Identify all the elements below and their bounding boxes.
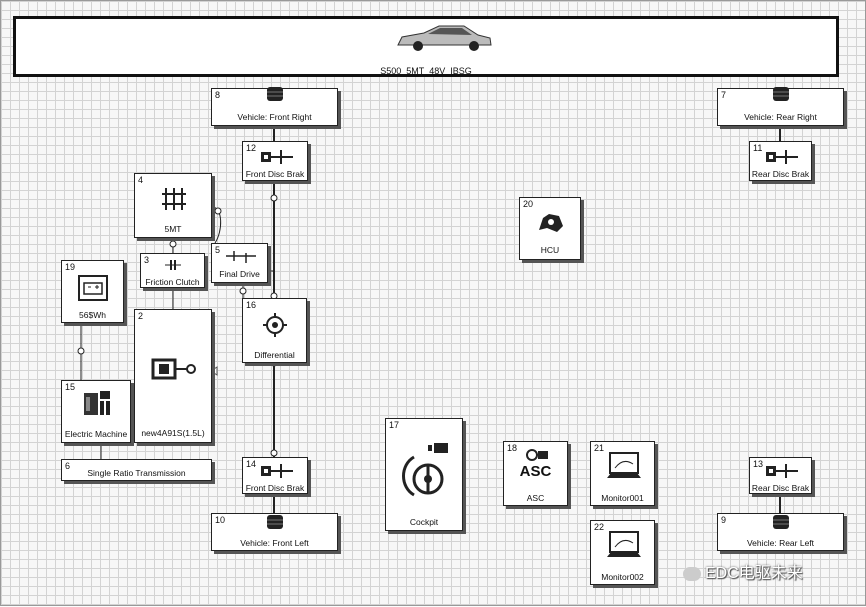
car-icon [397,25,492,51]
block-number: 13 [753,459,764,469]
block-label: Monitor002 [601,572,644,582]
engine-icon [151,358,196,380]
block-final-drive[interactable]: 5 Final Drive [211,243,268,283]
asc-icon-text: ASC [519,463,552,480]
block-number: 12 [246,143,257,153]
block-label: ASC [526,493,545,503]
block-vehicle-rear-left[interactable]: 9 Vehicle: Rear Left [717,513,844,551]
asc-icon [526,449,548,461]
block-single-ratio-transmission[interactable]: 6 Single Ratio Transmission [61,459,212,481]
cockpit-icon [402,443,448,497]
disc-brake-icon [766,150,798,164]
block-number: 22 [594,522,605,532]
block-asc[interactable]: 18 ASC ASC [503,441,568,506]
block-differential[interactable]: 16 Differential [242,298,307,363]
block-rear-disc-brake-left[interactable]: 13 Rear Disc Brak [749,457,812,494]
block-label: 5MT [164,224,182,234]
block-number: 3 [144,255,150,265]
block-label: Front Disc Brak [245,169,305,179]
block-number: 14 [246,459,257,469]
disc-brake-icon [261,150,293,164]
block-5mt-gearbox[interactable]: 4 5MT [134,173,212,238]
block-number: 4 [138,175,144,185]
clutch-icon [165,260,181,270]
block-vehicle-rear-right[interactable]: 7 Vehicle: Rear Right [717,87,844,126]
block-number: 9 [721,515,727,525]
block-number: 8 [215,90,221,100]
block-electric-machine[interactable]: 15 Electric Machine [61,380,131,443]
block-number: 15 [65,382,76,392]
battery-icon [78,275,108,301]
electric-machine-icon [84,391,110,415]
block-rear-disc-brake-right[interactable]: 11 Rear Disc Brak [749,141,812,181]
block-number: 19 [65,262,76,272]
differential-icon [263,313,287,337]
block-monitor-001[interactable]: 21 Monitor001 [590,441,655,506]
block-number: 11 [753,143,763,153]
block-front-disc-brake-left[interactable]: 14 Front Disc Brak [242,457,308,494]
block-label: Monitor001 [601,493,644,503]
model-title: S500_5MT_48V_IBSG [380,66,472,76]
watermark-text: EDC电驱未来 [705,565,803,582]
block-number: 18 [507,443,518,453]
block-number: 21 [594,443,605,453]
block-label: HCU [540,245,560,255]
block-engine[interactable]: 2 new4A91S(1.5L) [134,309,212,443]
block-friction-clutch[interactable]: 3 Friction Clutch [140,253,205,288]
watermark: EDC电驱未来 [683,559,803,583]
hcu-icon [539,214,563,232]
monitor-icon [607,531,641,557]
block-label: Front Disc Brak [245,483,305,493]
block-vehicle-front-right[interactable]: 8 Vehicle: Front Right [211,87,338,126]
block-label: Differential [254,350,295,360]
block-number: 20 [523,199,534,209]
block-label: Vehicle: Front Right [237,112,312,122]
block-number: 6 [65,461,71,471]
block-label: 56$Wh [79,310,106,320]
block-label: Final Drive [219,269,260,279]
block-label: Vehicle: Front Left [240,538,309,548]
tire-icon [267,515,283,529]
block-cockpit[interactable]: 17 Cockpit [385,418,463,531]
gearbox-icon [162,188,186,210]
block-number: 16 [246,300,257,310]
block-label: Single Ratio Transmission [87,468,186,478]
block-label: Vehicle: Rear Right [744,112,817,122]
block-hcu[interactable]: 20 HCU [519,197,581,260]
block-label: Friction Clutch [145,277,200,287]
block-battery[interactable]: 19 56$Wh [61,260,124,323]
block-label: Rear Disc Brak [751,169,810,179]
vehicle-title-block[interactable]: S500_5MT_48V_IBSG [13,16,839,77]
block-front-disc-brake-right[interactable]: 12 Front Disc Brak [242,141,308,181]
block-vehicle-front-left[interactable]: 10 Vehicle: Front Left [211,513,338,551]
final-drive-icon [226,251,256,263]
disc-brake-icon [766,464,798,478]
block-number: 10 [215,515,226,525]
block-monitor-002[interactable]: 22 Monitor002 [590,520,655,585]
block-label: Electric Machine [64,429,128,439]
block-number: 17 [389,420,400,430]
tire-icon [267,87,283,101]
wechat-icon [683,566,701,581]
tire-icon [773,515,789,529]
disc-brake-icon [261,464,293,478]
tire-icon [773,87,789,101]
block-label: Vehicle: Rear Left [746,538,815,548]
block-label: Rear Disc Brak [751,483,810,493]
monitor-icon [607,452,641,478]
block-label: Cockpit [409,517,439,527]
block-number: 7 [721,90,727,100]
block-number: 2 [138,311,144,321]
block-number: 5 [215,245,221,255]
block-label: new4A91S(1.5L) [141,428,205,438]
